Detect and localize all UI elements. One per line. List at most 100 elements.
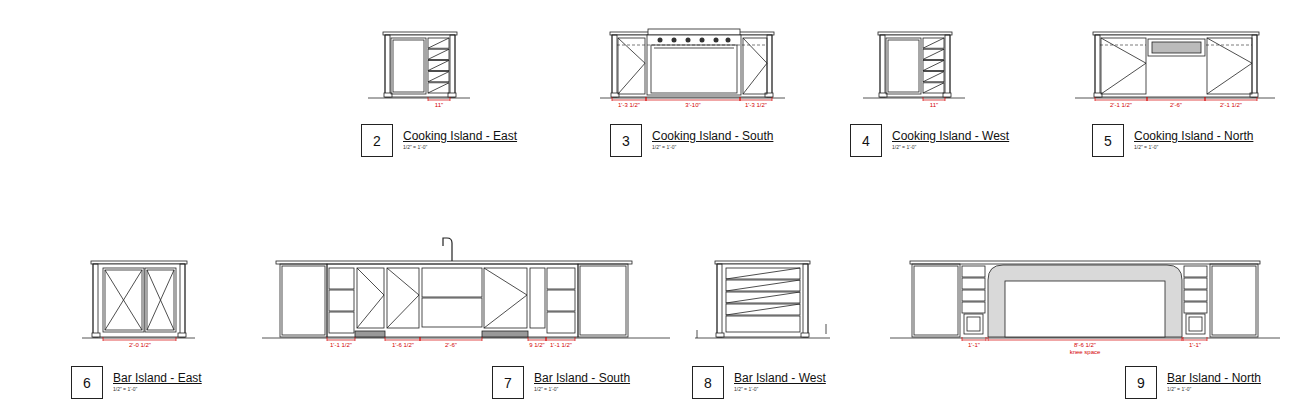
cabinet-part	[967, 317, 980, 331]
cabinet-part	[612, 35, 772, 97]
cabinet-part	[1095, 35, 1257, 97]
cabinet-part	[383, 32, 457, 35]
drawing-line	[450, 97, 451, 101]
dimension-label: 8'-6 1/2"	[1073, 342, 1097, 348]
drawing-line	[1095, 97, 1096, 101]
drawing-line	[740, 97, 741, 101]
drawing-line	[962, 337, 963, 341]
cabinet-part	[1152, 42, 1201, 53]
drawing-line	[105, 270, 142, 330]
drawing-line	[1182, 337, 1183, 341]
drawing-line	[546, 340, 575, 341]
cabinet-part	[726, 280, 800, 291]
drawing-line	[1205, 100, 1257, 101]
view-title: Cooking Island - East	[403, 129, 517, 143]
cabinet-part	[726, 268, 800, 279]
cabinet-part	[387, 268, 419, 328]
cabinet-part	[803, 264, 808, 337]
cabinet-part	[923, 60, 944, 70]
cabinet-part	[962, 290, 985, 301]
drawing-line	[575, 337, 576, 341]
drawing-line	[1207, 337, 1208, 341]
cabinet-part	[1005, 281, 1165, 337]
cabinet-part	[726, 292, 800, 303]
cabinet-part	[647, 35, 741, 95]
cabinet-part	[355, 331, 385, 337]
view-number-box: 8Bar Island - West1/2" = 1'-0"	[692, 366, 724, 399]
cabinet-part	[428, 72, 449, 82]
drawing-line	[600, 98, 785, 99]
drawing-line	[1101, 38, 1146, 63]
drawing-line	[82, 338, 195, 339]
drawing-line	[147, 270, 174, 330]
drawing-line	[618, 38, 645, 63]
drawing-line	[327, 340, 355, 341]
dimension-label: 1'-1"	[967, 342, 981, 348]
drawing-line	[923, 97, 924, 101]
cabinet-part	[945, 35, 950, 97]
view-title: Bar Island - South	[534, 371, 630, 385]
drawing-line	[262, 338, 670, 339]
view-number-box: 4Cooking Island - West1/2" = 1'-0"	[850, 124, 882, 157]
drawing-line	[1075, 98, 1275, 99]
cabinet-part	[385, 35, 390, 97]
dimension-label: 1'-3 1/2"	[617, 102, 641, 108]
drawing-line	[327, 337, 328, 341]
scale-note: 1/2" = 1'-0"	[652, 144, 676, 150]
drawing-line	[695, 338, 830, 339]
cabinet-part	[1252, 35, 1257, 97]
drawing-line	[528, 337, 529, 341]
view-number: 3	[611, 125, 641, 156]
cabinet-part	[767, 35, 772, 97]
drawing-line	[546, 337, 547, 341]
cabinet-part	[547, 268, 575, 289]
cabinet-part	[578, 264, 628, 337]
cabinet-part	[530, 268, 545, 328]
view-number: 5	[1093, 125, 1123, 156]
drawing-line	[357, 295, 384, 328]
cabinet-part	[715, 261, 810, 264]
view-number: 8	[693, 367, 723, 398]
cabinet-part	[962, 302, 985, 313]
cabinet-part	[547, 312, 575, 333]
cabinet-part	[450, 35, 455, 97]
cabinet-part	[547, 290, 575, 311]
dimension-label: 2'-0 1/2"	[128, 342, 152, 348]
cabinet-part	[726, 304, 800, 315]
cabinet-part	[391, 38, 426, 94]
drawing-line	[617, 45, 767, 46]
drawing-line	[612, 100, 646, 101]
cabinet-part	[964, 314, 983, 334]
view-number: 6	[72, 367, 102, 398]
cabinet-part	[888, 40, 919, 92]
drawing-line	[420, 337, 421, 341]
drawing-line	[176, 337, 177, 341]
drawing-line	[1183, 337, 1184, 341]
cabinet-part	[1210, 264, 1258, 337]
cabinet-part	[717, 264, 808, 337]
cabinet-part	[912, 264, 960, 337]
drawing-line	[726, 268, 800, 279]
drawing-line	[923, 100, 945, 101]
cabinet-part	[280, 264, 327, 337]
view-title: Cooking Island - South	[652, 129, 773, 143]
drawing-line	[654, 48, 734, 49]
drawing-line	[103, 340, 176, 341]
cabinet-part	[726, 316, 800, 332]
cabinet-part	[716, 333, 724, 337]
range-knob	[726, 38, 731, 43]
scale-note: 1/2" = 1'-0"	[1134, 144, 1158, 150]
cabinet-part	[428, 38, 449, 48]
cabinet-part	[765, 93, 773, 97]
drawing-line	[1206, 45, 1252, 46]
drawing-line	[923, 60, 944, 70]
drawing-line	[385, 337, 386, 341]
cabinet-part	[448, 93, 456, 97]
cabinet-part	[648, 29, 740, 35]
view-number-box: 2Cooking Island - East1/2" = 1'-0"	[361, 124, 393, 157]
view-number: 4	[851, 125, 881, 156]
drawing-line	[420, 337, 421, 341]
dimension-label: 1'-1 1/2"	[549, 342, 573, 348]
scale-note: 1/2" = 1'-0"	[734, 386, 758, 392]
cabinet-part	[329, 290, 354, 311]
